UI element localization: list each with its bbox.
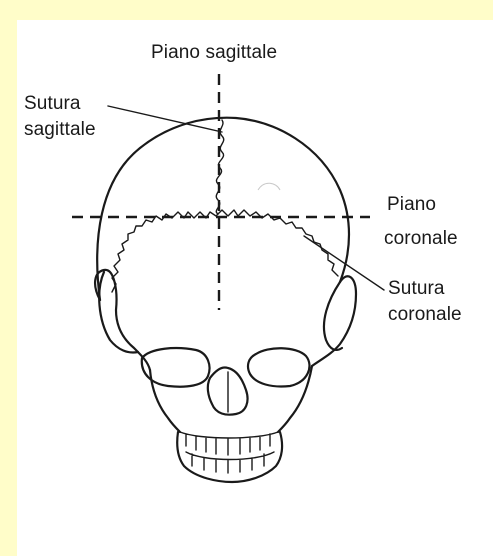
label-sagittal-suture-line2: sagittale bbox=[24, 119, 96, 141]
left-zygomatic bbox=[95, 270, 150, 370]
right-orbit-side bbox=[324, 282, 342, 350]
label-coronal-plane-line1: Piano bbox=[387, 194, 436, 216]
faint-mark bbox=[258, 183, 280, 190]
label-coronal-plane-line2: coronale bbox=[384, 228, 458, 250]
label-sagittal-suture-line1: Sutura bbox=[24, 93, 81, 115]
mandible bbox=[177, 432, 282, 482]
right-orbit bbox=[248, 348, 309, 386]
coronal-suture-leader bbox=[304, 236, 384, 290]
label-coronal-suture-line1: Sutura bbox=[388, 278, 445, 300]
label-coronal-suture-line2: coronale bbox=[388, 304, 462, 326]
coronal-suture bbox=[112, 210, 338, 292]
lower-teeth bbox=[186, 452, 274, 473]
maxilla-left bbox=[150, 370, 180, 432]
upper-teeth bbox=[180, 432, 278, 455]
label-sagittal-plane: Piano sagittale bbox=[151, 42, 277, 64]
cranium-outline bbox=[97, 118, 349, 300]
left-orbit-side bbox=[99, 272, 138, 353]
